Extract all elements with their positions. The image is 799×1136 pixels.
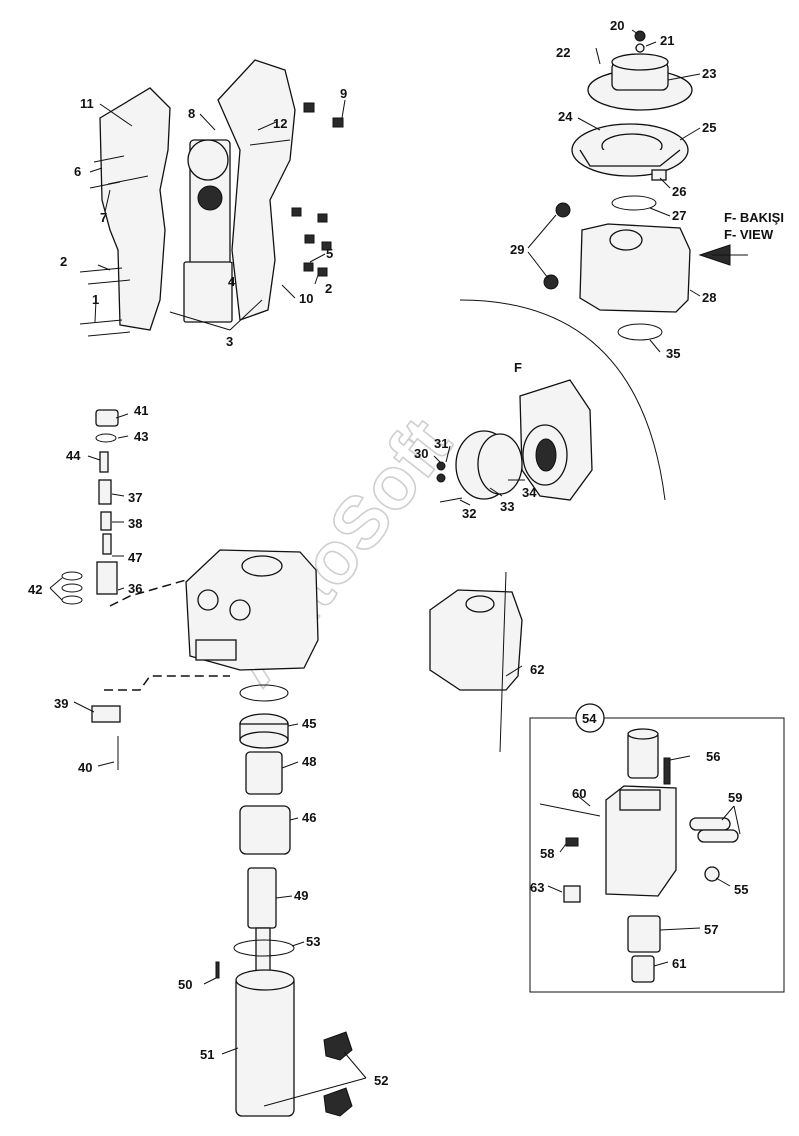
callout-49: 49 bbox=[294, 888, 308, 903]
callout-47: 47 bbox=[128, 550, 142, 565]
callout-24: 24 bbox=[558, 109, 573, 124]
callout-30: 30 bbox=[414, 446, 428, 461]
leaders-top-left bbox=[89, 99, 346, 331]
view-f-detail bbox=[436, 379, 593, 503]
callout-39: 39 bbox=[54, 696, 68, 711]
callout-57: 57 bbox=[704, 922, 718, 937]
callout-11: 11 bbox=[80, 96, 94, 111]
leaders-top-right bbox=[527, 29, 701, 353]
callout-20: 20 bbox=[610, 18, 624, 33]
callout-58: 58 bbox=[540, 846, 554, 861]
callout-25: 25 bbox=[702, 120, 716, 135]
leaders-kit-54 bbox=[547, 755, 741, 967]
callout-29: 29 bbox=[510, 242, 524, 257]
bolts-2 bbox=[79, 267, 131, 337]
callout-34: 34 bbox=[522, 485, 537, 500]
callout-54: 54 bbox=[582, 711, 597, 726]
leaders-piston bbox=[203, 723, 367, 1107]
callout-59: 59 bbox=[728, 790, 742, 805]
callout-60: 60 bbox=[572, 786, 586, 801]
callout-26: 26 bbox=[672, 184, 686, 199]
callout-6: 6 bbox=[74, 164, 81, 179]
callout-53: 53 bbox=[306, 934, 320, 949]
callout-41: 41 bbox=[134, 403, 148, 418]
callout-37: 37 bbox=[128, 490, 142, 505]
callout-55: 55 bbox=[734, 882, 748, 897]
callout-35: 35 bbox=[666, 346, 680, 361]
callout-labels: 1 2 2 3 4 5 6 7 8 9 10 11 12 20 21 22 23… bbox=[28, 18, 784, 1088]
callout-42: 42 bbox=[28, 582, 42, 597]
callout-44: 44 bbox=[66, 448, 81, 463]
callout-62: 62 bbox=[530, 662, 544, 677]
callout-21: 21 bbox=[660, 33, 674, 48]
callout-4: 4 bbox=[228, 274, 236, 289]
callout-27: 27 bbox=[672, 208, 686, 223]
callout-22: 22 bbox=[556, 45, 570, 60]
callout-2: 2 bbox=[60, 254, 67, 269]
callout-48: 48 bbox=[302, 754, 316, 769]
callout-33: 33 bbox=[500, 499, 514, 514]
callout-5: 5 bbox=[326, 246, 333, 261]
section-f-label: F bbox=[514, 360, 522, 375]
callout-45: 45 bbox=[302, 716, 316, 731]
callout-56: 56 bbox=[706, 749, 720, 764]
valve-body-with-rod bbox=[429, 571, 523, 753]
bolts-6-7 bbox=[89, 139, 291, 189]
piston-column bbox=[215, 684, 353, 1117]
kit-54-box bbox=[529, 703, 785, 993]
callout-32: 32 bbox=[462, 506, 476, 521]
callout-12: 12 bbox=[273, 116, 287, 131]
callout-51: 51 bbox=[200, 1047, 214, 1062]
callout-23: 23 bbox=[702, 66, 716, 81]
callout-28: 28 bbox=[702, 290, 716, 305]
valve-parts-column bbox=[61, 409, 121, 770]
view-label-bakisi: F- BAKIŞI bbox=[724, 210, 784, 225]
nuts-9 bbox=[291, 102, 344, 277]
callout-31: 31 bbox=[434, 436, 448, 451]
valve-body bbox=[104, 549, 319, 691]
callout-10: 10 bbox=[299, 291, 313, 306]
callout-36: 36 bbox=[128, 581, 142, 596]
callout-8: 8 bbox=[188, 106, 195, 121]
callout-3: 3 bbox=[226, 334, 233, 349]
callout-38: 38 bbox=[128, 516, 142, 531]
callout-46: 46 bbox=[302, 810, 316, 825]
callout-9: 9 bbox=[340, 86, 347, 101]
leaders-view-f bbox=[433, 445, 525, 506]
callout-2: 2 bbox=[325, 281, 332, 296]
leaders-valve bbox=[49, 413, 129, 767]
callout-1: 1 bbox=[92, 292, 99, 307]
view-label-view: F- VIEW bbox=[724, 227, 774, 242]
callout-61: 61 bbox=[672, 956, 686, 971]
callout-40: 40 bbox=[78, 760, 92, 775]
top-cap-assembly bbox=[459, 30, 748, 501]
mounting-bracket-assembly bbox=[79, 59, 344, 337]
callout-63: 63 bbox=[530, 880, 544, 895]
callout-7: 7 bbox=[100, 210, 107, 225]
callout-50: 50 bbox=[178, 977, 192, 992]
callout-52: 52 bbox=[374, 1073, 388, 1088]
callout-43: 43 bbox=[134, 429, 148, 444]
